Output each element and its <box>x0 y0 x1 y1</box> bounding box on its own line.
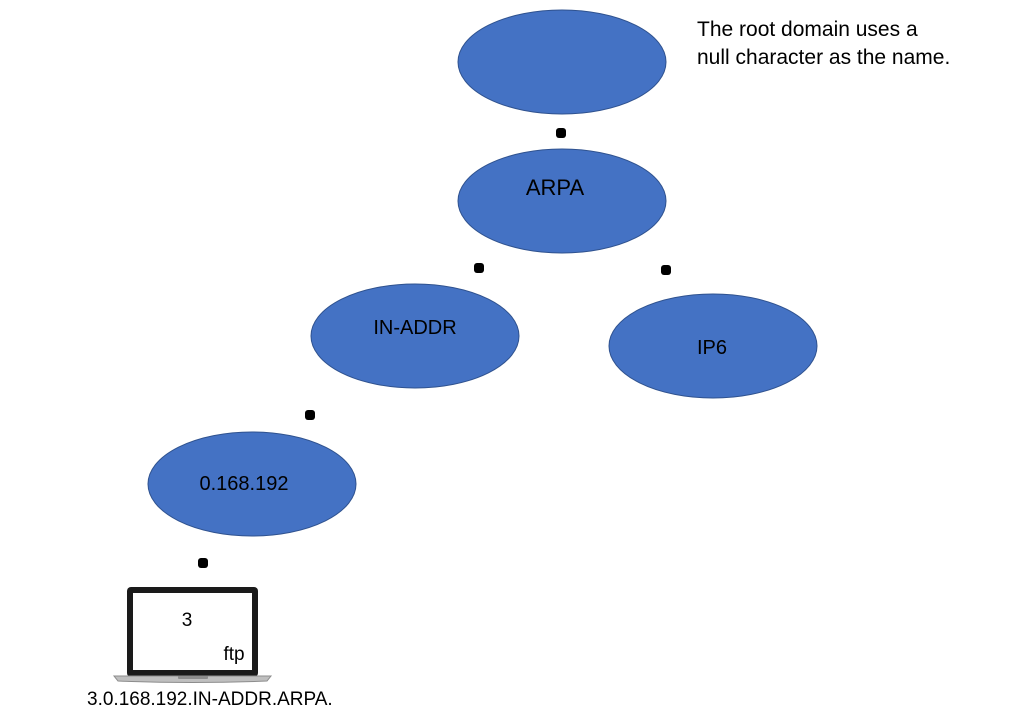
laptop-icon <box>112 587 273 683</box>
separator-dot-root-arpa <box>556 128 566 138</box>
arpa-node: ARPA <box>457 148 667 254</box>
reverse-zone-node: 0.168.192 <box>147 431 357 537</box>
fqdn-label: 3.0.168.192.IN-ADDR.ARPA. <box>87 689 333 710</box>
reverse-zone-label: 0.168.192 <box>200 473 289 495</box>
ip6-node: IP6 <box>608 293 818 399</box>
root-domain-note: The root domain uses a null character as… <box>697 18 951 69</box>
host-name: ftp <box>223 644 244 665</box>
ip6-label: IP6 <box>697 337 727 359</box>
separator-dot-arpa-ip6 <box>661 265 671 275</box>
in-addr-node: IN-ADDR <box>310 283 520 389</box>
arpa-label: ARPA <box>526 175 585 200</box>
root-domain-node <box>457 9 667 115</box>
separator-dot-reverse-zone-host <box>198 558 208 568</box>
host-label: 3 <box>182 610 193 631</box>
in-addr-label: IN-ADDR <box>373 317 456 339</box>
separator-dot-arpa-in-addr <box>474 263 484 273</box>
separator-dot-in-addr-reverse-zone <box>305 410 315 420</box>
